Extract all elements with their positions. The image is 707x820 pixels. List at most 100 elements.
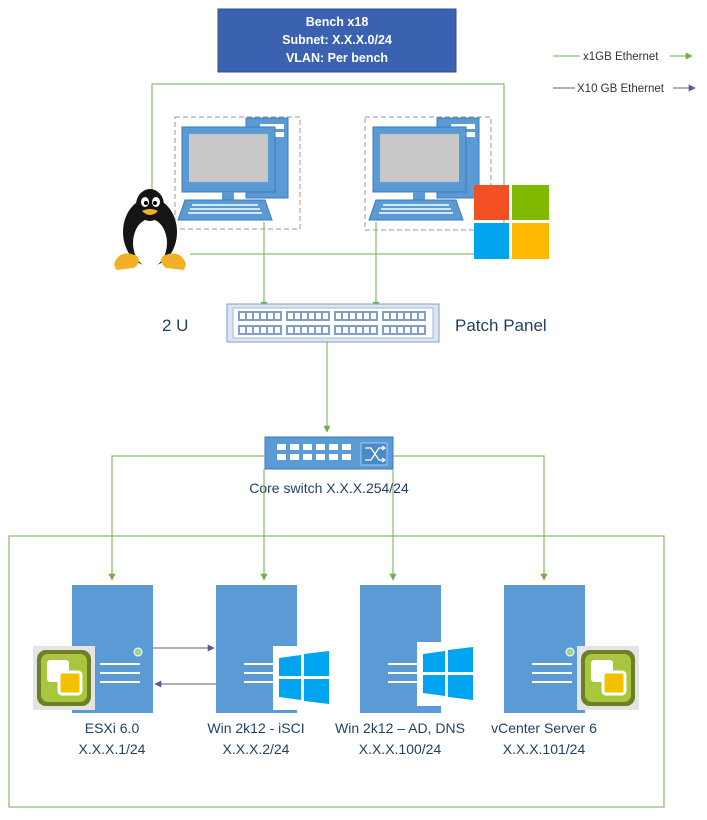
patch-panel-port [384,313,389,319]
switch-to-server-links [108,455,548,581]
patch-panel-label: Patch Panel [455,316,547,335]
patch-panel-port-block [382,325,426,335]
linux-workstation [174,116,301,230]
patch-panel-port [364,327,369,333]
patch-panel-port-block [334,311,378,321]
patch-panel-port [295,327,300,333]
patch-panel-port [302,313,307,319]
patch-panel-port [350,313,355,319]
patch-panel-port [391,327,396,333]
switch-crossover-icon [365,447,385,461]
header-line-1: Bench x18 [306,15,369,29]
link-switch-to-esxi [108,455,265,581]
patch-panel-port [316,313,321,319]
header-line-2: Subnet: X.X.X.0/24 [282,33,392,47]
patch-panel-port [309,313,314,319]
patch-panel-port [240,327,245,333]
legend-gigabit-label: x1GB Ethernet [583,51,659,63]
patch-panel-port [261,313,266,319]
patch-panel-port [295,313,300,319]
patch-panel-port [254,327,259,333]
patch-panel-port-block [286,325,330,335]
patch-panel-port [412,327,417,333]
patch-panel-port [323,313,328,319]
server-vcenter [504,585,585,713]
switch-port [329,454,338,460]
patch-panel-port [309,327,314,333]
server-name-label: Win 2k12 – AD, DNS [335,720,465,736]
patch-panel-port [336,327,341,333]
patch-panel-port-block [238,311,282,321]
patch-panel-port [357,327,362,333]
server-rack-enclosure [8,535,665,808]
switch-port [277,454,286,460]
patch-panel-port [240,313,245,319]
patch-panel-port [247,313,252,319]
patch-panel-port [336,313,341,319]
patch-panel-port [288,327,293,333]
server-ip-label: X.X.X.2/24 [223,741,290,757]
patch-panel-port-block [238,325,282,335]
patch-panel-port [343,327,348,333]
switch-port [342,444,351,450]
patch-panel [226,303,440,343]
switch-port [329,444,338,450]
patch-panel-ports [238,311,426,335]
legend: x1GB Ethernet X10 GB Ethernet [553,49,696,95]
link-switch-to-vcenter [393,455,548,581]
vmware-vsphere-icon [577,646,639,710]
patch-panel-port [268,313,273,319]
windows-logo-icon [474,185,549,259]
bench-outline [151,83,505,255]
patch-panel-port [275,313,280,319]
patch-panel-port [412,313,417,319]
patch-panel-port [288,313,293,319]
patch-panel-port [268,327,273,333]
patch-panel-port [391,313,396,319]
patch-panel-port [405,327,410,333]
patch-panel-size-label: 2 U [162,316,188,335]
bench-header-box: Bench x18 Subnet: X.X.X.0/24 VLAN: Per b… [217,8,457,73]
patch-panel-port [384,327,389,333]
patch-panel-port [316,327,321,333]
patch-panel-port [398,313,403,319]
patch-panel-port [350,327,355,333]
server-name-label: ESXi 6.0 [85,720,140,736]
vmware-vsphere-icon [33,646,95,710]
patch-panel-port [371,313,376,319]
patch-panel-port [364,313,369,319]
patch-panel-port [275,327,280,333]
server-ip-label: X.X.X.1/24 [79,741,146,757]
patch-panel-port [247,327,252,333]
patch-panel-port [343,313,348,319]
switch-port [342,454,351,460]
patch-panel-port [419,327,424,333]
core-switch [264,436,394,470]
patch-panel-port [405,313,410,319]
windows-server-icon [417,642,479,706]
switch-port [316,444,325,450]
patch-panel-port-block [334,325,378,335]
switch-port [303,454,312,460]
windows-workstation [364,116,492,231]
server-name-label: Win 2k12 - iSCI [207,720,304,736]
legend-ten-gigabit-label: X10 GB Ethernet [577,83,665,95]
windows-server-icon [273,646,335,710]
switch-port [277,444,286,450]
patch-panel-port [302,327,307,333]
server-ip-label: X.X.X.100/24 [359,741,442,757]
server-ip-label: X.X.X.101/24 [503,741,586,757]
switch-port [290,454,299,460]
patch-panel-port [261,327,266,333]
patch-panel-port [371,327,376,333]
server-name-label: vCenter Server 6 [491,720,597,736]
patch-panel-port [323,327,328,333]
switch-port [290,444,299,450]
patch-panel-port [254,313,259,319]
linux-penguin-icon [114,189,186,270]
patch-panel-port-block [382,311,426,321]
core-switch-ports [277,444,351,460]
patch-panel-port [419,313,424,319]
core-switch-label: Core switch X.X.X.254/24 [249,480,409,496]
